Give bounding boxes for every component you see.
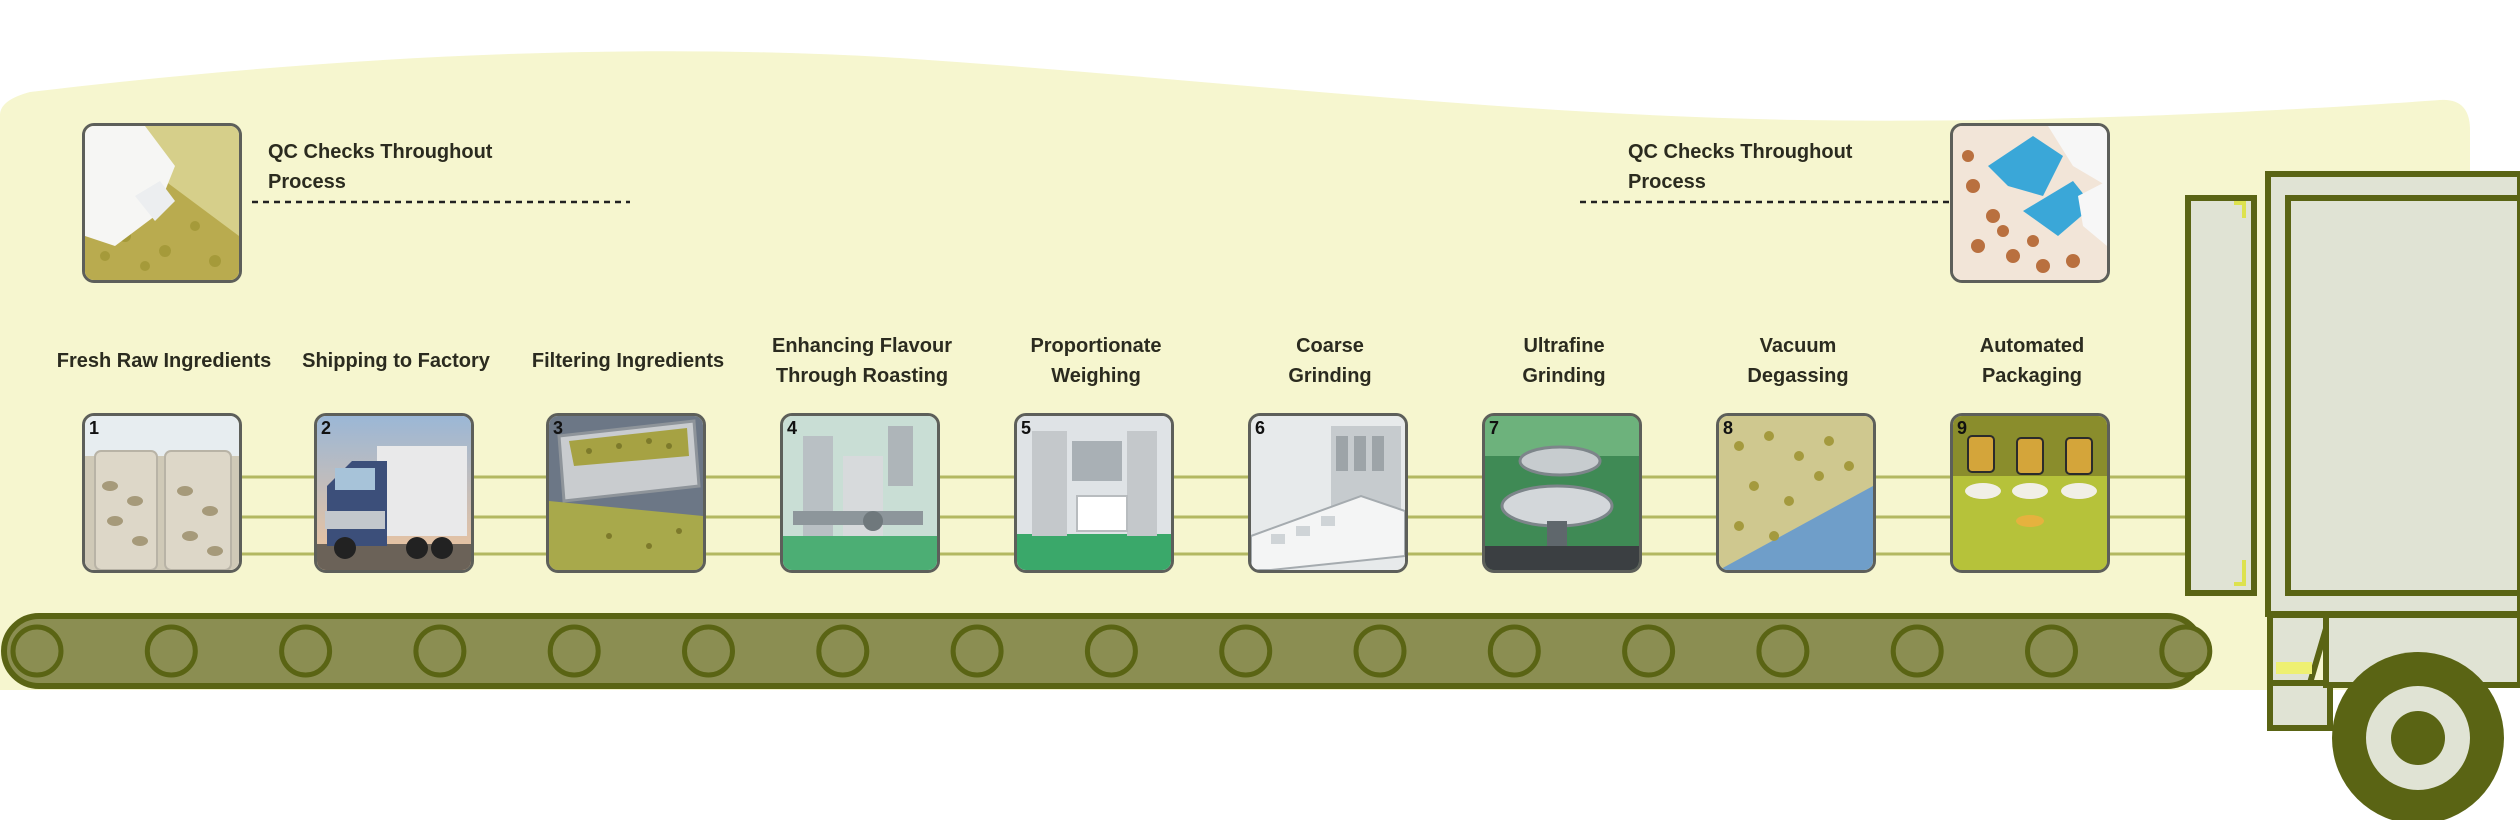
conveyor-roller: [547, 624, 601, 678]
qc-label-right: QC Checks Throughout Process: [1628, 137, 1868, 197]
step-2-label: Shipping to Factory: [276, 346, 516, 376]
step-number: 1: [89, 418, 100, 438]
conveyor-belt: [1, 613, 2213, 689]
step-label-line1: Fresh Raw Ingredients: [56, 350, 272, 372]
qc-label-line2: Process: [1628, 171, 1706, 193]
step-number: 4: [787, 418, 798, 438]
conveyor-roller: [2025, 624, 2078, 678]
delivery-truck-illustration: [2185, 171, 2520, 820]
conveyor-roller: [2159, 624, 2213, 678]
conveyor-roller: [1890, 624, 1944, 678]
step-label-line1: Coarse: [1296, 335, 1364, 357]
conveyor-roller: [279, 624, 333, 678]
step-label-line2: Through Roasting: [775, 365, 949, 387]
step-1-label: Fresh Raw Ingredients: [44, 346, 284, 376]
conveyor-roller: [413, 624, 467, 678]
step-6-photo: 6: [1248, 413, 1408, 573]
qc-photo-right: [1950, 123, 2110, 283]
qc-label-line1: QC Checks Throughout: [1628, 141, 1853, 163]
step-1-photo: 1: [82, 413, 242, 573]
step-label-line1: Enhancing Flavour: [771, 335, 953, 357]
step-label-line1: Ultrafine: [1523, 335, 1605, 357]
step-number: 7: [1489, 418, 1500, 438]
step-3-label: Filtering Ingredients: [508, 346, 748, 376]
step-number: 9: [1957, 418, 1968, 438]
conveyor-roller: [950, 624, 1004, 678]
conveyor-roller: [1622, 624, 1676, 678]
step-8-photo: 8: [1716, 413, 1876, 573]
step-label-line2: Grinding: [1522, 365, 1606, 387]
step-7-photo: 7: [1482, 413, 1642, 573]
conveyor-roller: [144, 624, 198, 678]
step-9-photo: 9: [1950, 413, 2110, 573]
step-label-line2: Weighing: [1051, 365, 1141, 387]
step-label-line1: Shipping to Factory: [302, 350, 490, 372]
conveyor-roller: [682, 624, 735, 678]
qc-label-line1: QC Checks Throughout: [268, 141, 493, 163]
step-number: 6: [1255, 418, 1266, 438]
step-5-photo: 5: [1014, 413, 1174, 573]
conveyor-roller: [1756, 624, 1810, 678]
step-label-line2: Grinding: [1288, 365, 1372, 387]
step-label-line2: Degassing: [1747, 365, 1849, 387]
step-2-photo: 2: [314, 413, 474, 573]
qc-label-left: QC Checks Throughout Process: [268, 137, 508, 197]
qc-photo-left: [82, 123, 242, 283]
conveyor-roller: [1353, 624, 1407, 678]
conveyor-roller: [1487, 624, 1541, 678]
qc-label-line2: Process: [268, 171, 346, 193]
step-number: 8: [1723, 418, 1734, 438]
step-label-line1: Automated: [1979, 335, 2085, 357]
step-label-line1: Vacuum: [1759, 335, 1837, 357]
step-number: 3: [553, 418, 564, 438]
step-label-line1: Proportionate: [1030, 335, 1162, 357]
step-number: 2: [321, 418, 332, 438]
step-number: 5: [1021, 418, 1032, 438]
conveyor-roller: [816, 624, 870, 678]
step-label-line2: Packaging: [1981, 365, 2083, 387]
step-3-photo: 3: [546, 413, 706, 573]
conveyor-roller: [1219, 624, 1273, 678]
conveyor-roller: [10, 624, 64, 678]
step-4-photo: 4: [780, 413, 940, 573]
conveyor-roller: [1084, 624, 1138, 678]
step-label-line1: Filtering Ingredients: [531, 350, 725, 372]
